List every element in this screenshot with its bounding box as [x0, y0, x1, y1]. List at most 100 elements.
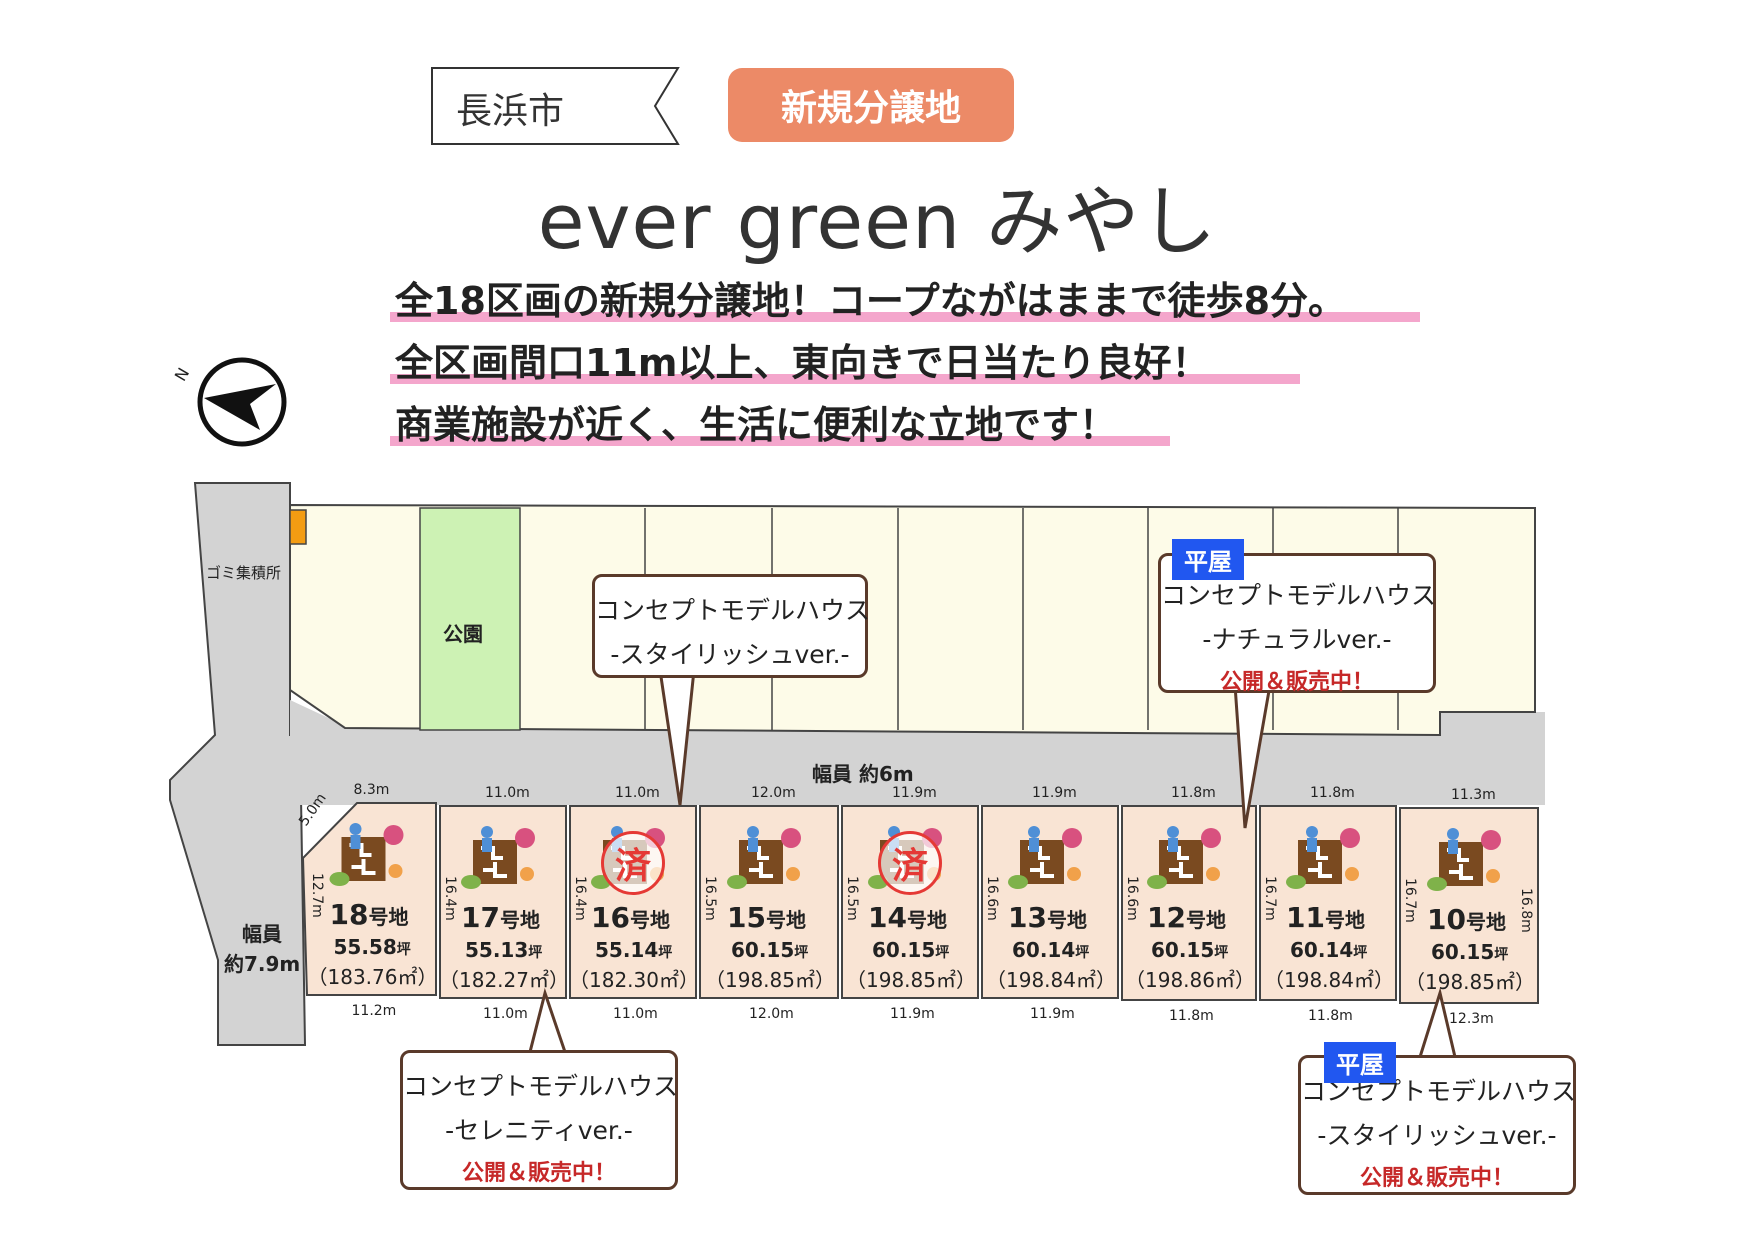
city-label: 長浜市: [456, 91, 565, 132]
lot-13-house-icon: [1008, 826, 1082, 889]
lot-11-bottom-dim: 11.8m: [1308, 1008, 1353, 1024]
lot-number-text: 14: [868, 901, 907, 934]
lot-12-area: （198.86㎡）: [1125, 964, 1255, 993]
lot-13: [981, 805, 1119, 999]
lot-bottom-dim-text: 11.0m: [613, 1006, 658, 1022]
side-road-label-1: 幅員: [242, 922, 282, 946]
lot-number-text: 11: [1286, 901, 1325, 934]
callout-natural-12: コンセプトモデルハウス -ナチュラルver.- 公開＆販売中！: [1158, 553, 1436, 695]
lot-number-text: 10: [1427, 903, 1466, 936]
sold-mark-text: 済: [891, 846, 928, 887]
lot-area-text: （182.30㎡）: [569, 968, 699, 992]
lot-11-house-icon: [1286, 826, 1360, 889]
lot-unit-text: 坪: [1494, 947, 1509, 963]
lot-14-sold-stamp: 済: [878, 831, 942, 895]
tagline-2: 全区画間口11m以上、東向きで日当たり良好！: [395, 341, 1210, 385]
lot-11-tsubo: 60.14坪: [1290, 938, 1367, 962]
lot-18-area: （183.76㎡）: [308, 961, 438, 990]
lot-suffix-text: 号地: [368, 905, 409, 929]
lot-11-top-dim: 11.8m: [1310, 785, 1355, 801]
lot-suffix-text: 号地: [1185, 908, 1226, 932]
lot-17-number: 17号地: [461, 901, 540, 934]
lot-unit-text: 坪: [528, 945, 543, 961]
lot-13-top-dim: 11.9m: [1032, 785, 1077, 801]
callout-serenity-17-line3: 公開＆販売中！: [461, 1161, 616, 1186]
callout-stylish-10-line2: -スタイリッシュver.-: [1317, 1121, 1557, 1150]
lot-tsubo-text: 60.14: [1012, 938, 1076, 962]
main-road-label: 幅員 約6m: [812, 762, 914, 786]
lot-11-number: 11号地: [1286, 901, 1365, 934]
lot-12-top-dim: 11.8m: [1171, 785, 1216, 801]
lot-13-tsubo: 60.14坪: [1012, 938, 1089, 962]
sold-mark-text: 済: [614, 846, 651, 887]
lot-tsubo-text: 60.15: [1431, 940, 1495, 964]
lot-bottom-dim-text: 12.0m: [749, 1006, 794, 1022]
lot-15-number: 15号地: [727, 901, 806, 934]
lot-number-text: 13: [1008, 901, 1047, 934]
lot-tsubo-text: 60.14: [1290, 938, 1354, 962]
lot-tsubo-text: 60.15: [872, 938, 936, 962]
lot-12-number: 12号地: [1147, 901, 1226, 934]
garbage-label: ゴミ集積所: [206, 564, 282, 582]
lot-bottom-dim-text: 11.8m: [1308, 1008, 1353, 1024]
lot-suffix-text: 号地: [1046, 908, 1087, 932]
callout-stylish-16-line2: -スタイリッシュver.-: [610, 640, 850, 669]
lot-unit-text: 坪: [1214, 945, 1229, 961]
lot-area-text: （182.27㎡）: [439, 968, 569, 992]
lot-15: [699, 805, 839, 999]
lot-tsubo-text: 55.14: [595, 938, 659, 962]
lot-16-tsubo: 55.14坪: [595, 938, 672, 962]
lot-10-top-dim: 11.3m: [1451, 787, 1496, 803]
lot-15-top-dim: 12.0m: [751, 785, 796, 801]
lot-area-text: （198.85㎡）: [1405, 970, 1535, 994]
lot-12-tsubo: 60.15坪: [1151, 938, 1228, 962]
lot-suffix-text: 号地: [906, 908, 947, 932]
callout-stylish-10-line3: 公開＆販売中！: [1359, 1166, 1514, 1191]
lot-16-number: 16号地: [591, 901, 670, 934]
lot-18-tsubo: 55.58坪: [334, 935, 411, 959]
lower-lots: [301, 802, 1539, 1004]
lot-17-tsubo: 55.13坪: [465, 938, 542, 962]
lot-number-text: 17: [461, 901, 500, 934]
lot-tsubo-text: 55.58: [333, 935, 397, 959]
lot-area-text: （198.84㎡）: [986, 968, 1116, 992]
lot-suffix-text: 号地: [629, 908, 670, 932]
lot-15-tsubo: 60.15坪: [731, 938, 808, 962]
lot-12-bottom-dim: 11.8m: [1169, 1008, 1214, 1024]
lot-top-dim-text: 12.0m: [751, 785, 796, 801]
lot-tsubo-text: 55.13: [465, 938, 529, 962]
lot-17-area: （182.27㎡）: [439, 964, 569, 993]
side-road-label-2: 約7.9m: [224, 952, 301, 976]
lot-top-dim-text: 11.8m: [1310, 785, 1355, 801]
lot-13-area: （198.84㎡）: [986, 964, 1116, 993]
park-area: [419, 507, 521, 731]
callout-natural-12-line3: 公開＆販売中！: [1219, 670, 1374, 695]
page-title: ever green みやし: [537, 177, 1218, 266]
lot-area-text: （198.85㎡）: [705, 968, 835, 992]
lot-18-top-dim: 8.3m: [354, 782, 390, 798]
tagline-3: 商業施設が近く、生活に便利な立地です！: [395, 403, 1118, 447]
lot-bottom-dim-text: 11.8m: [1169, 1008, 1214, 1024]
lot-unit-text: 坪: [1075, 945, 1090, 961]
lot-18: [301, 802, 437, 996]
lot-unit-text: 坪: [935, 945, 950, 961]
lot-12: [1121, 805, 1257, 1001]
new-subdivision-badge: 新規分譲地: [728, 68, 1014, 142]
garbage-point: [289, 509, 307, 545]
lot-16-sold-stamp: 済: [601, 831, 665, 895]
lot-10-area: （198.85㎡）: [1405, 966, 1535, 995]
lot-bottom-dim-text: 11.2m: [351, 1003, 397, 1019]
callout-natural-12-line2: -ナチュラルver.-: [1202, 625, 1392, 654]
lot-17-bottom-dim: 11.0m: [483, 1006, 528, 1022]
callout-serenity-17-line2: -セレニティver.-: [445, 1116, 633, 1145]
lot-top-dim-text: 11.9m: [892, 785, 937, 801]
lot-unit-text: 坪: [658, 945, 673, 961]
lot-unit-text: 坪: [396, 942, 411, 958]
callout-serenity-17-line1: コンセプトモデルハウス: [403, 1072, 679, 1101]
lot-10-number: 10号地: [1427, 903, 1506, 936]
lot-top-dim-text: 8.3m: [353, 782, 390, 798]
lot-bottom-dim-text: 11.9m: [1030, 1006, 1075, 1022]
lot-15-area: （198.85㎡）: [705, 964, 835, 993]
